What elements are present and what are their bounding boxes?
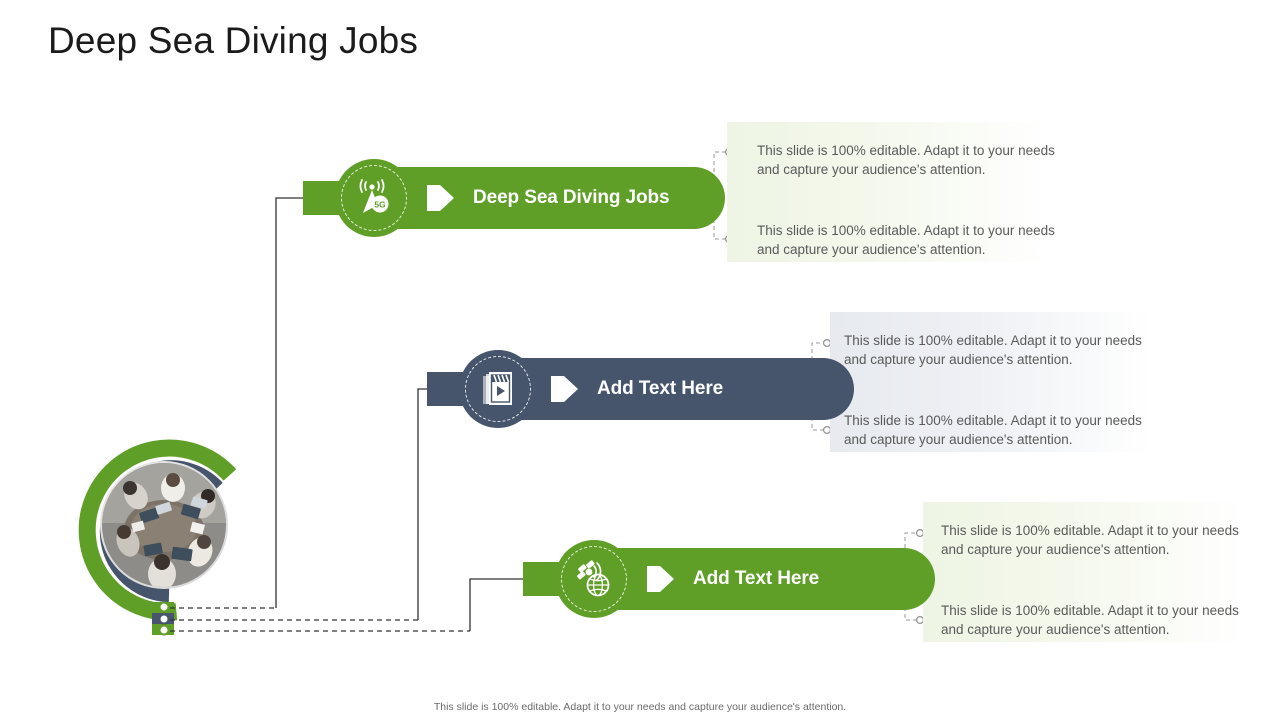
panel-line: This slide is 100% editable. Adapt it to… [844,333,1142,367]
page-title: Deep Sea Diving Jobs [48,20,419,61]
arrow-marker-icon [551,376,578,402]
node-pill[interactable] [585,548,935,610]
text-panel-node-2: This slide is 100% editable. Adapt it to… [830,312,1152,452]
badge-dashed-ring [465,356,531,422]
clapperboard-video-icon [477,368,519,410]
footer-note: This slide is 100% editable. Adapt it to… [433,701,847,713]
cell-tower-5g-icon: 5G [353,177,395,219]
node-pill[interactable] [365,167,725,229]
team-photo [102,463,226,587]
anchor-dot-group [152,601,174,636]
node-label: Deep Sea Diving Jobs [473,187,670,208]
node-badge: 5G [335,159,413,237]
badge-dashed-ring [341,165,407,231]
badge-dashed-ring [561,546,627,612]
node-badge [555,540,633,618]
node-label: Add Text Here [597,378,724,399]
riser-node-2 [417,388,429,620]
panel-line: This slide is 100% editable. Adapt it to… [844,413,1142,447]
svg-text:5G: 5G [374,200,386,210]
text-panel-node-3: This slide is 100% editable. Adapt it to… [923,502,1245,642]
left-decorative-graphic [40,392,270,644]
panel-line: This slide is 100% editable. Adapt it to… [757,143,1055,177]
node-badge [459,350,537,428]
arrow-marker-icon [647,566,674,592]
panel-line: This slide is 100% editable. Adapt it to… [941,603,1239,637]
node-label: Add Text Here [693,568,820,589]
node-pill[interactable] [489,358,854,420]
panel-line: This slide is 100% editable. Adapt it to… [757,223,1055,257]
riser-node-3 [469,578,525,631]
satellite-globe-icon [573,558,615,600]
text-panel-node-1: This slide is 100% editable. Adapt it to… [727,122,1055,262]
riser-node-1 [275,197,305,608]
arrow-marker-icon [427,185,454,211]
panel-line: This slide is 100% editable. Adapt it to… [941,523,1239,557]
